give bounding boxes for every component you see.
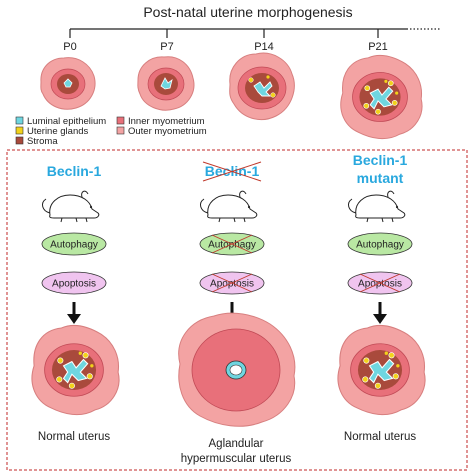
legend-stroma: Stroma — [27, 136, 58, 147]
legend-outer: Outer myometrium — [128, 126, 207, 137]
apoptosis-label-knockout: Apoptosis — [210, 279, 254, 290]
mouse-knockout — [200, 190, 258, 223]
autophagy-oval-mutant — [347, 232, 413, 256]
uterus-normal-wildtype — [31, 324, 120, 416]
legend-swatch-inner — [116, 116, 125, 125]
apoptosis-label-wildtype: Apoptosis — [52, 279, 96, 290]
legend-luminal: Luminal epithelium — [27, 116, 106, 127]
timepoint-p21: P21 — [368, 41, 388, 53]
heading-wildtype: Beclin-1 — [47, 163, 102, 179]
apoptosis-cross-line-2 — [211, 273, 253, 293]
mouse-mutant — [348, 190, 406, 223]
autophagy-label-mutant: Autophagy — [356, 240, 404, 251]
mouse-wildtype — [42, 190, 100, 223]
legend-inner: Inner myometrium — [128, 116, 205, 127]
autophagy-label-wildtype: Autophagy — [50, 240, 98, 251]
uterus-p7 — [137, 56, 195, 111]
autophagy-label-knockout: Autophagy — [208, 240, 256, 251]
apoptosis-oval-wildtype — [41, 271, 107, 295]
uterus-p0 — [40, 57, 96, 110]
autophagy-cross-line-2 — [211, 234, 253, 254]
apoptosis-cross-line-mutant-2 — [359, 273, 401, 293]
comparison-panel — [6, 149, 468, 471]
uterus-p21 — [340, 54, 423, 140]
uterus-p14 — [229, 52, 295, 120]
figure-title: Post-natal uterine morphogenesis — [143, 4, 352, 20]
legend-swatch-luminal — [15, 116, 24, 125]
timepoint-p14: P14 — [254, 41, 274, 53]
caption-mutant: Normal uterus — [344, 431, 416, 443]
arrow-down-mutant — [373, 302, 387, 324]
apoptosis-label-mutant: Apoptosis — [358, 279, 402, 290]
legend-swatch-outer — [116, 126, 125, 135]
uterus-normal-mutant — [337, 324, 426, 416]
uterus-aglandular — [178, 312, 296, 427]
heading-mutant-line2: mutant — [357, 170, 404, 186]
heading-cross-line-2 — [202, 161, 262, 182]
timepoint-p0: P0 — [63, 41, 76, 53]
legend-swatch-stroma — [15, 136, 24, 145]
caption-knockout-line2: hypermuscular uterus — [181, 453, 292, 465]
heading-knockout: Beclin-1 — [202, 161, 262, 182]
caption-knockout-line1: Aglandular — [209, 438, 264, 450]
legend-swatch-glands — [15, 126, 24, 135]
caption-wildtype: Normal uterus — [38, 431, 110, 443]
arrow-down-wildtype — [67, 302, 81, 324]
heading-mutant-line1: Beclin-1 — [353, 152, 408, 168]
legend-glands: Uterine glands — [27, 126, 89, 137]
timepoint-p7: P7 — [160, 41, 173, 53]
autophagy-oval-wildtype — [41, 232, 107, 256]
legend: Luminal epithelium Uterine glands Stroma… — [15, 116, 207, 147]
